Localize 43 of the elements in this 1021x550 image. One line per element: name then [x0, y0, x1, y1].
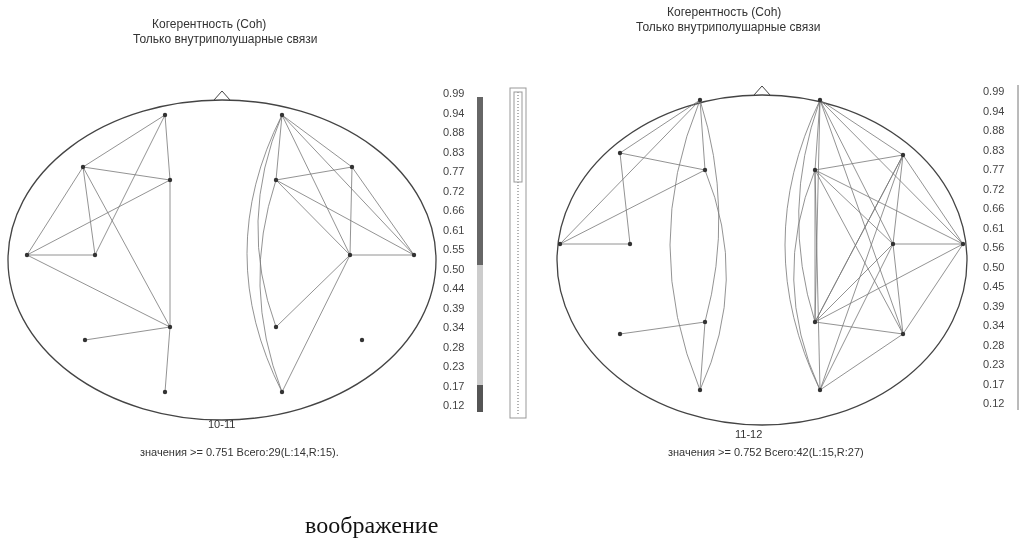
scale-value: 0.99: [443, 87, 465, 99]
map-caption: 10-11: [208, 418, 236, 430]
scale-value: 0.55: [443, 243, 465, 255]
scale-value: 0.83: [983, 143, 1005, 156]
scale-value: 0.77: [443, 165, 465, 177]
map-subtitle: Только внутриполушарные связи: [133, 32, 318, 46]
scale-value: 0.88: [443, 126, 465, 138]
scale-value: 0.72: [983, 182, 1005, 195]
scale-value: 0.94: [443, 106, 465, 119]
scale-value: 0.34: [983, 319, 1005, 331]
scale-value: 0.23: [443, 360, 465, 372]
map-caption: 11-12: [735, 428, 763, 440]
scale-value: 0.23: [983, 358, 1005, 370]
scale-value: 0.94: [983, 104, 1005, 117]
scale-value: 0.50: [443, 262, 465, 275]
scale-value: 0.56: [983, 241, 1005, 253]
map-subtitle: Только внутриполушарные связи: [636, 20, 821, 34]
scale-value: 0.50: [983, 260, 1005, 273]
scale-value: 0.39: [983, 299, 1005, 312]
scale-value: 0.77: [983, 163, 1005, 175]
scale-value: 0.17: [983, 377, 1005, 390]
scale-value: 0.66: [983, 202, 1005, 214]
scale-value: 0.61: [443, 223, 465, 236]
scale-value: 0.83: [443, 145, 465, 158]
scale-value: 0.17: [443, 379, 465, 392]
scale-value: 0.12: [983, 397, 1005, 409]
map-title: Когерентность (Coh): [667, 5, 782, 19]
scale-value: 0.34: [443, 321, 465, 333]
map-title: Когерентность (Coh): [152, 17, 267, 31]
threshold-note: значения >= 0.752 Всего:42(L:15,R:27): [668, 446, 864, 458]
scale-value: 0.28: [983, 338, 1005, 351]
scale-value: 0.61: [983, 221, 1005, 234]
caption: воображение: [305, 512, 439, 539]
scale-value: 0.66: [443, 204, 465, 216]
scale-value: 0.45: [983, 280, 1005, 292]
scale-value: 0.12: [443, 399, 465, 411]
scale-value: 0.28: [443, 340, 465, 353]
scale-value: 0.88: [983, 124, 1005, 136]
scale-value: 0.39: [443, 301, 465, 314]
scale-value: 0.72: [443, 184, 465, 197]
threshold-note: значения >= 0.751 Всего:29(L:14,R:15).: [140, 446, 339, 458]
scale-value: 0.44: [443, 282, 465, 294]
scale-value: 0.99: [983, 85, 1005, 97]
